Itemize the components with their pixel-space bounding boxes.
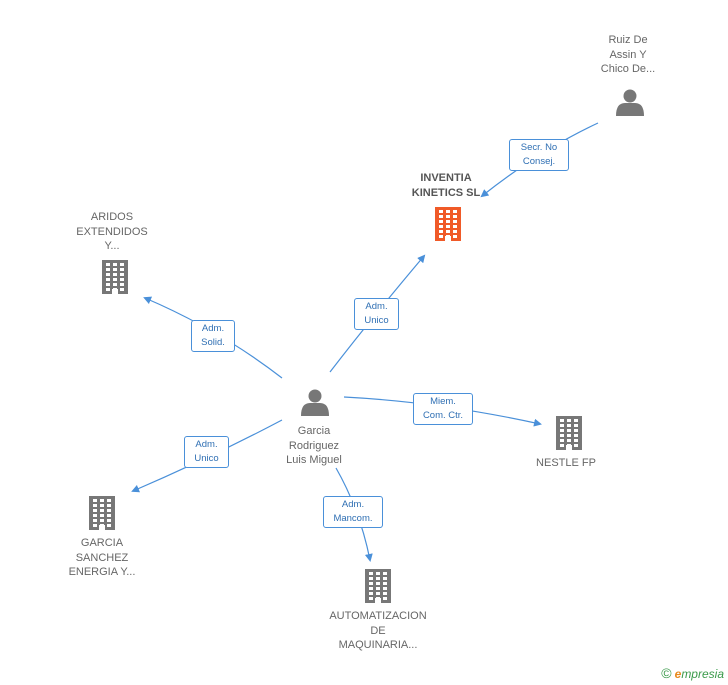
person-icon-ruiz[interactable] [616, 89, 644, 117]
node-label-line: INVENTIA [420, 172, 472, 184]
building-icon-automatizacion[interactable] [365, 569, 391, 603]
building-icon-garcia-sanchez[interactable] [89, 496, 115, 530]
edge-label-secr-no-consej[interactable]: Secr. No Consej. [509, 139, 569, 171]
brand-logo-text: mpresia [681, 667, 724, 681]
edge-label-line: Adm. [201, 323, 225, 334]
node-automatizacion-label[interactable]: AUTOMATIZACION DE MAQUINARIA... [326, 609, 430, 653]
node-label-line: DE [370, 624, 386, 637]
node-label-line: Luis Miguel [286, 454, 342, 466]
node-label-line: Rodriguez [288, 439, 340, 452]
edge-label-line: Adm. [365, 301, 388, 312]
edge-label-adm-mancom[interactable]: Adm. Mancom. [323, 496, 383, 528]
node-label-line: SANCHEZ [75, 551, 129, 564]
node-ruiz-label[interactable]: Ruiz De Assin Y Chico De... [592, 33, 664, 77]
edge-label-adm-solid[interactable]: Adm. Solid. [191, 320, 235, 352]
node-label-line: Ruiz De [608, 34, 648, 46]
edge-label-line: Adm. [195, 439, 218, 450]
edge-label-miem-com-ctr[interactable]: Miem. Com. Ctr. [413, 393, 473, 425]
node-inventia-label[interactable]: INVENTIA KINETICS SL [396, 171, 496, 200]
edge-label-adm-unico-inventia[interactable]: Adm. Unico [354, 298, 399, 330]
edge-label-adm-unico-garcia[interactable]: Adm. Unico [184, 436, 229, 468]
node-center-label[interactable]: Garcia Rodriguez Luis Miguel [276, 424, 352, 468]
node-label-line: Chico De... [600, 63, 656, 75]
node-label-line: ARIDOS [90, 211, 134, 223]
edge-label-line: Unico [194, 453, 219, 464]
node-aridos-label[interactable]: ARIDOS EXTENDIDOS Y... [72, 210, 152, 254]
node-garcia-sanchez-label[interactable]: GARCIA SANCHEZ ENERGIA Y... [60, 536, 144, 580]
building-icon-nestle[interactable] [556, 416, 582, 450]
node-label-line: GARCIA [80, 537, 124, 549]
edge-label-line: Com. Ctr. [422, 410, 464, 421]
edge-label-line: Consej. [522, 156, 556, 167]
node-label-line: ENERGIA Y... [68, 566, 136, 578]
node-label-line: Y... [104, 240, 120, 252]
node-label-line: KINETICS SL [411, 186, 481, 199]
copyright-icon: © [661, 665, 672, 681]
node-label-line: AUTOMATIZACION [329, 610, 427, 622]
edge-label-line: Secr. No [520, 142, 558, 153]
node-label-line: Assin Y [609, 48, 647, 61]
edge-label-line: Adm. [341, 499, 365, 510]
building-icon-inventia[interactable] [435, 207, 461, 241]
node-nestle-label[interactable]: NESTLE FP [526, 456, 606, 471]
building-icon-aridos[interactable] [102, 260, 128, 294]
node-label-line: Garcia [297, 425, 331, 437]
node-label-line: NESTLE FP [536, 457, 596, 469]
brand-logo-e: e [674, 667, 682, 681]
edge-label-line: Solid. [201, 337, 225, 348]
edge-label-line: Mancom. [333, 513, 373, 524]
node-label-line: EXTENDIDOS [76, 225, 148, 238]
person-icon-center[interactable] [301, 389, 329, 417]
edge-label-line: Miem. [430, 396, 456, 407]
edge-label-line: Unico [364, 315, 389, 326]
empresia-brand[interactable]: ©empresia [661, 665, 724, 681]
node-label-line: MAQUINARIA... [338, 639, 418, 651]
